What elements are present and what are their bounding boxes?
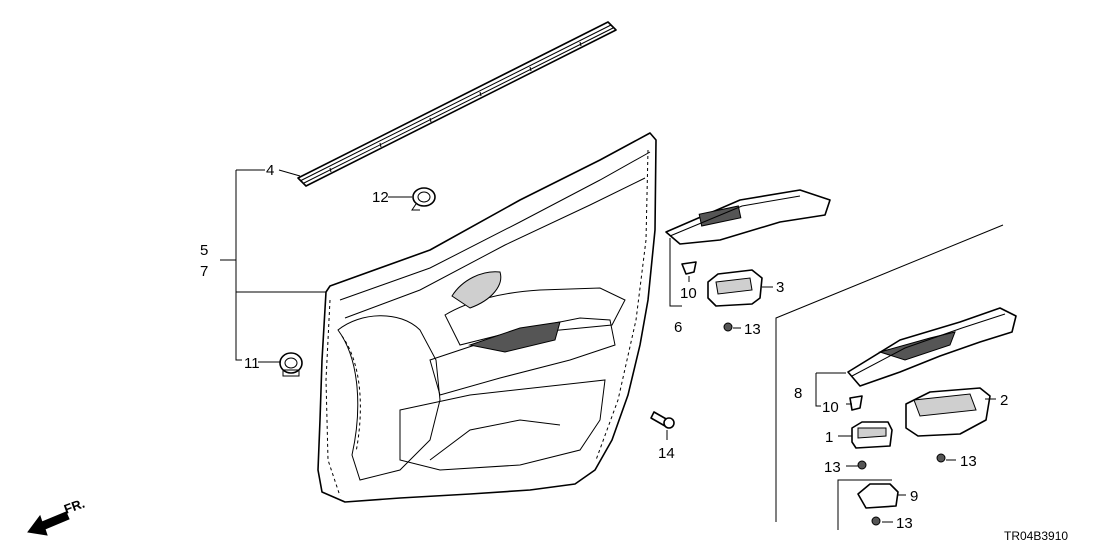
callout-labels: 4 12 5 7 11 10 6 3 13 14 8 10 2 1 13 13 …: [200, 162, 1008, 532]
front-direction-indicator: FR.: [27, 496, 87, 536]
callout-13-right: 13: [960, 453, 977, 470]
part-grommet-12: [411, 187, 436, 211]
callout-10-lower: 10: [822, 399, 839, 416]
part-door-lining: [317, 132, 657, 503]
callout-7: 7: [200, 263, 208, 280]
part-screw-13b: [857, 460, 867, 470]
callout-3: 3: [776, 279, 784, 296]
part-screw-14: [650, 411, 675, 429]
callout-13-bottom: 13: [896, 515, 913, 532]
callout-12: 12: [372, 189, 389, 206]
inset-frame: [775, 224, 1004, 530]
callout-13-left: 13: [824, 459, 841, 476]
leader-lines: [220, 169, 996, 523]
part-clip-10b: [849, 395, 863, 411]
diagram-code: TR04B3910: [1004, 529, 1068, 543]
callout-9: 9: [910, 488, 918, 505]
callout-11: 11: [244, 355, 260, 372]
part-master-switch-2: [905, 387, 991, 437]
part-screw-13a: [723, 322, 733, 332]
callout-13-upper: 13: [744, 321, 761, 338]
callout-8: 8: [794, 385, 802, 402]
part-switch-panel-6: [665, 189, 831, 245]
part-screw-13d: [871, 516, 881, 526]
part-clip-10a: [681, 261, 697, 275]
part-switch-1: [851, 421, 893, 449]
callout-1: 1: [825, 429, 833, 446]
callout-5: 5: [200, 242, 208, 259]
callout-14: 14: [658, 445, 675, 462]
part-screw-13c: [936, 453, 946, 463]
part-weatherstrip: [297, 21, 617, 187]
part-grommet-11: [279, 352, 303, 377]
callout-6: 6: [674, 319, 682, 336]
callout-10-upper: 10: [680, 285, 697, 302]
part-switch-9: [857, 483, 899, 509]
front-label: FR.: [62, 496, 87, 517]
part-switch-3: [707, 269, 763, 307]
callout-2: 2: [1000, 392, 1008, 409]
part-master-panel-8: [847, 307, 1017, 387]
front-arrow-icon: [27, 511, 70, 536]
callout-4: 4: [266, 162, 274, 179]
